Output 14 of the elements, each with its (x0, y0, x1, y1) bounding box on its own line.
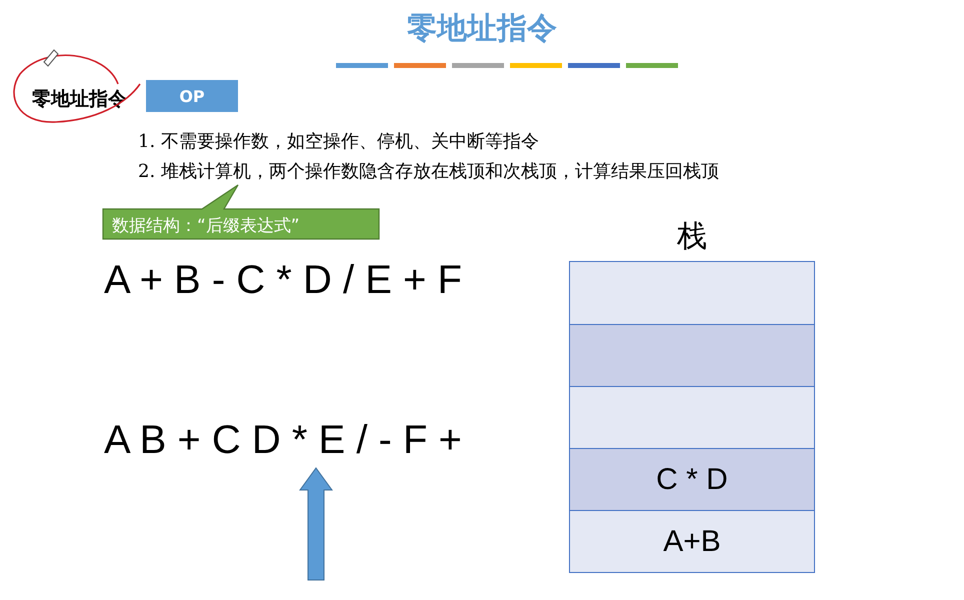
list-item: 2. 堆栈计算机，两个操作数隐含存放在栈顶和次栈顶，计算结果压回栈顶 (138, 160, 719, 183)
opcode-field: OP (146, 80, 238, 112)
stack-slot (570, 386, 814, 448)
slide-title: 零地址指令 (406, 10, 558, 48)
list-item: 1. 不需要操作数，如空操作、停机、关中断等指令 (138, 130, 539, 153)
postfix-expression: A B + C D * E / - F + (104, 418, 462, 463)
stack-slot (570, 324, 814, 386)
infix-expression: A + B - C * D / E + F (104, 258, 462, 303)
stack-slot: A+B (570, 510, 814, 572)
stack (570, 262, 814, 572)
stack-slot: C * D (570, 448, 814, 510)
stack-slot (570, 262, 814, 324)
callout-box: 数据结构：“后缀表达式” (102, 184, 380, 240)
stack-heading: 栈 (570, 216, 814, 257)
